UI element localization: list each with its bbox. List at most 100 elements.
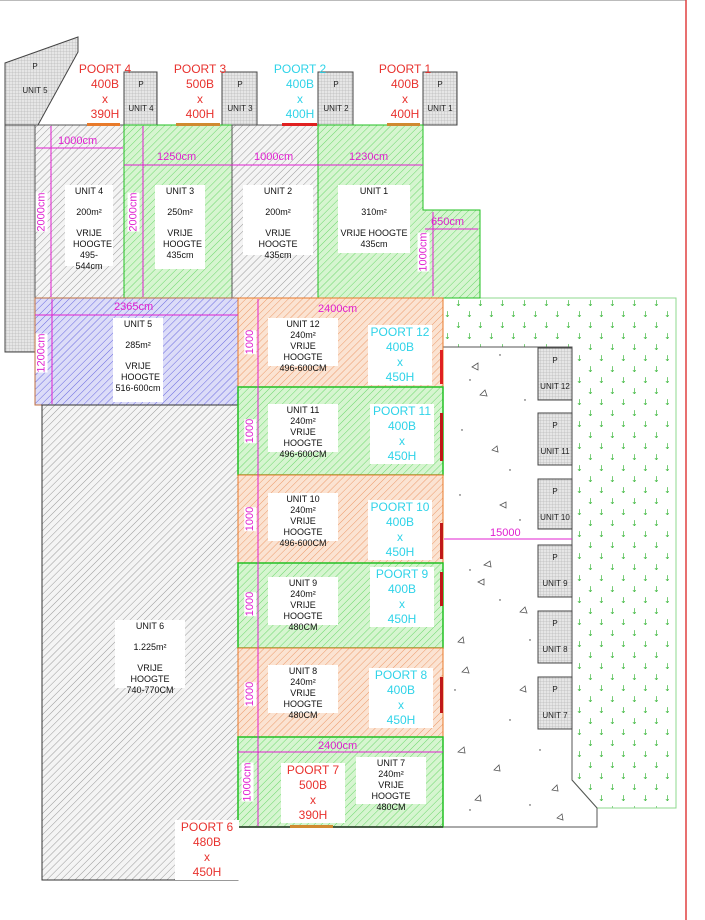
unit-name: UNIT 5 xyxy=(123,319,153,329)
parking-symbol: P xyxy=(552,619,558,628)
gate-height: 390H xyxy=(298,808,328,822)
parking-unit-2 xyxy=(317,71,354,126)
dimension-label: 2000cm xyxy=(35,192,48,232)
parking-unit-8 xyxy=(537,610,573,664)
unit-height-label: VRIJE HOOGTE xyxy=(283,427,323,448)
parking-unit: UNIT 1 xyxy=(427,104,453,113)
dimension-label: 1000cm xyxy=(417,232,430,272)
unit-height-label: VRIJE HOOGTE xyxy=(340,228,408,238)
unit-height-label: VRIJE HOOGTE xyxy=(283,341,323,362)
unit-height: 435cm xyxy=(166,250,194,260)
dimension-label: 2400cm xyxy=(318,740,358,752)
unit-area: 240m² xyxy=(290,330,316,340)
unit-height: 435cm xyxy=(264,250,292,260)
gate-mark-poort-9 xyxy=(440,572,443,606)
parking-unit: UNIT 7 xyxy=(542,711,568,720)
gate-name: POORT 12 xyxy=(370,325,430,339)
gate-name: POORT 4 xyxy=(78,62,132,76)
dimension-label: 1200cm xyxy=(35,333,48,373)
unit-name: UNIT 6 xyxy=(135,621,165,631)
gate-width: 400B xyxy=(385,340,415,354)
dimension-label: 1000 xyxy=(244,506,257,532)
unit-name: UNIT 2 xyxy=(263,186,293,196)
unit-height-label: VRIJE HOOGTE xyxy=(283,600,323,621)
gate-name: POORT 2 xyxy=(273,62,327,76)
dimension-label: 650cm xyxy=(431,216,465,228)
unit-height: 495-544cm xyxy=(75,250,103,271)
gate-mark-poort-11 xyxy=(440,413,443,461)
unit-height: 740-770CM xyxy=(126,685,174,695)
parking-unit: UNIT 5 xyxy=(22,86,48,95)
unit-area: 310m² xyxy=(361,207,387,217)
unit-area: 1.225m² xyxy=(133,642,167,652)
unit-name: UNIT 1 xyxy=(359,186,389,196)
gate-x: x xyxy=(397,355,403,369)
gate-mark-poort-10 xyxy=(440,523,443,559)
parking-symbol: P xyxy=(237,80,243,89)
gate-height: 450H xyxy=(385,370,415,384)
dimension-label: 1000cm xyxy=(254,151,294,163)
parking-unit: UNIT 8 xyxy=(542,645,568,654)
unit-area: 250m² xyxy=(167,207,193,217)
unit-name: UNIT 10 xyxy=(286,494,320,504)
parking-strip xyxy=(4,124,36,353)
unit-area: 200m² xyxy=(76,207,102,217)
unit-height: 496-600CM xyxy=(279,538,327,548)
yard-texture xyxy=(457,362,564,821)
dimension-label: 1230cm xyxy=(349,151,389,163)
gate-x: x xyxy=(297,92,303,106)
gate-mark-poort-4 xyxy=(87,123,120,126)
gate-name: POORT 9 xyxy=(375,567,429,581)
dimension-label: 1250cm xyxy=(157,151,197,163)
gate-x: x xyxy=(197,92,203,106)
gate-mark-poort-7 xyxy=(290,825,333,828)
dimension-lines xyxy=(35,126,572,826)
parking-symbol: P xyxy=(552,685,558,694)
unit-height-label: VRIJE HOOGTE xyxy=(121,361,161,382)
gate-x: x xyxy=(399,597,405,611)
parking-unit-7 xyxy=(537,676,573,730)
unit-height: 480CM xyxy=(376,802,406,812)
unit-name: UNIT 4 xyxy=(74,186,104,196)
unit-area: 240m² xyxy=(378,769,404,779)
unit-name: UNIT 7 xyxy=(376,758,406,768)
dimension-label: 1000 xyxy=(244,329,257,355)
gate-name: POORT 1 xyxy=(378,62,432,76)
parking-label-8: P UNIT 8 xyxy=(531,619,579,655)
parking-unit: UNIT 11 xyxy=(540,447,570,456)
dimension-label: 2365cm xyxy=(114,301,154,313)
unit-area: 240m² xyxy=(290,416,316,426)
parking-symbol: P xyxy=(333,80,339,89)
dimension-label: 1000cm xyxy=(58,135,98,147)
gate-name: POORT 6 xyxy=(180,820,234,834)
unit-height-label: VRIJE HOOGTE xyxy=(371,780,411,801)
parking-unit-11 xyxy=(537,412,573,466)
dimension-label: 2000cm xyxy=(127,192,140,232)
unit-name: UNIT 12 xyxy=(286,319,320,329)
gate-height: 400H xyxy=(185,107,215,121)
parking-unit-1 xyxy=(422,71,458,126)
dimension-label: 1000 xyxy=(244,418,257,444)
unit-height-label: VRIJE HOOGTE xyxy=(283,516,323,537)
dimension-label: 1000cm xyxy=(241,762,254,802)
gate-height: 450H xyxy=(192,865,222,879)
gate-x: x xyxy=(102,92,108,106)
unit-height-label: VRIJE HOOGTE xyxy=(130,663,170,684)
gate-height: 450H xyxy=(387,612,417,626)
